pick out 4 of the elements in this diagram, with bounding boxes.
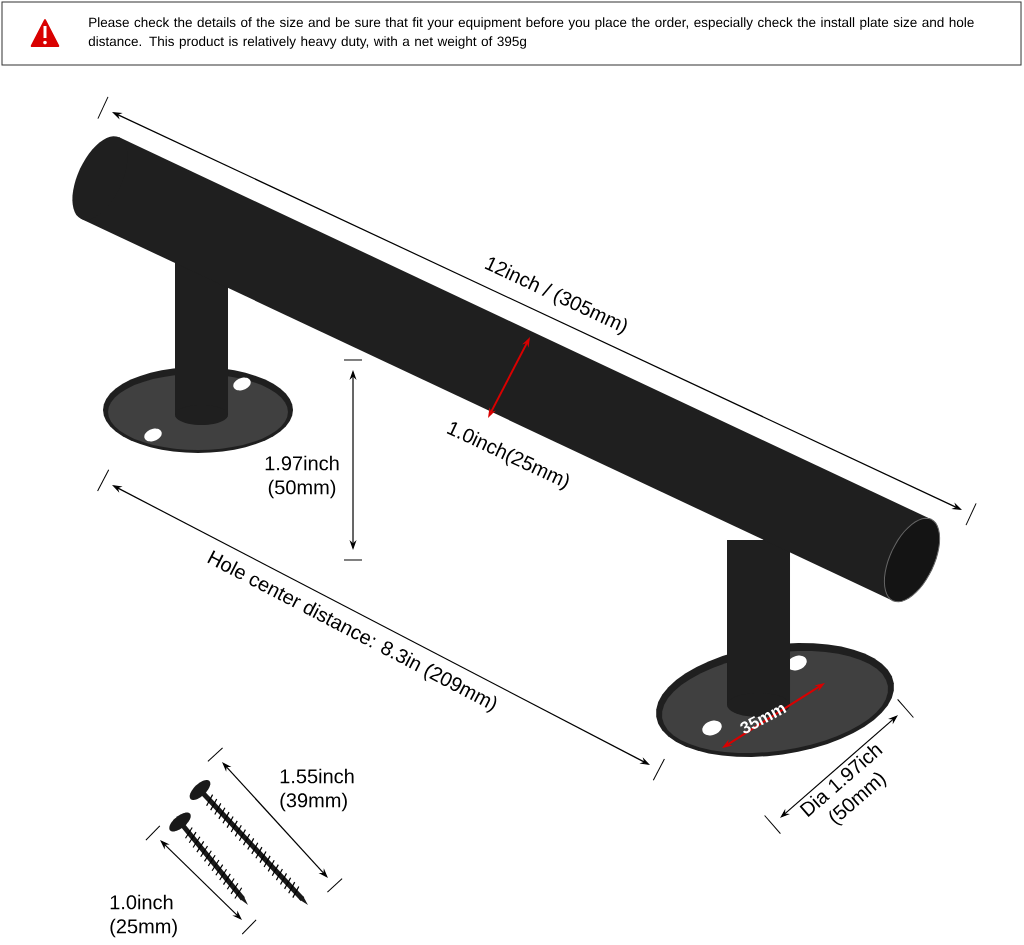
dimension-label: 1.0inch (25mm) xyxy=(110,894,177,938)
dimension-label: 1.97inch (50mm) xyxy=(265,455,339,499)
dimension-label: 1.55inch (39mm) xyxy=(280,768,354,812)
notice-box: Please check the details of the size and be sure that fit your equipment before you place the order, especially check the install plate size and hole distance. This product is relatively heavy duty, with a net weight of 395g xyxy=(1,1,1022,66)
